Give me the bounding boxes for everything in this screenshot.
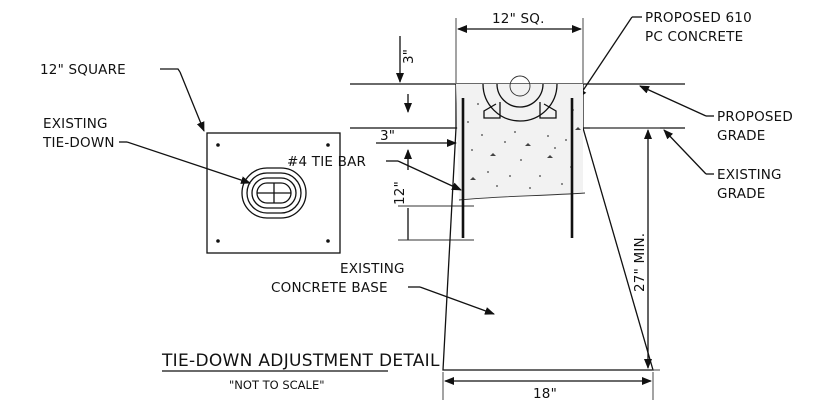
joint-line — [458, 192, 586, 201]
label-proposed-grade-1: PROPOSED — [717, 109, 793, 125]
corner-dot — [216, 239, 220, 243]
detail-title: TIE-DOWN ADJUSTMENT DETAIL — [161, 351, 440, 371]
leader-arrow — [639, 85, 707, 117]
label-tie-bar: #4 TIE BAR — [287, 154, 366, 170]
label-existing-tie-down-2: TIE-DOWN — [42, 135, 115, 151]
plan-view: 12" SQUARE EXISTING TIE-DOWN — [40, 62, 341, 254]
concrete-stipple — [467, 103, 581, 189]
corner-dot — [326, 239, 330, 243]
label-18: 18" — [533, 386, 557, 402]
leader-line — [160, 68, 181, 73]
label-proposed-610-1: PROPOSED 610 — [645, 10, 752, 26]
leader-arrow — [397, 160, 462, 191]
leader-arrow — [419, 286, 495, 315]
plan-square-outline — [206, 132, 341, 254]
leader-arrow — [663, 129, 707, 175]
label-12-square: 12" SQUARE — [40, 62, 126, 78]
label-3-mid: 3" — [380, 128, 395, 144]
label-12-sq: 12" SQ. — [492, 11, 545, 27]
leader-arrow — [126, 141, 251, 184]
proposed-concrete-fill — [456, 84, 583, 200]
tie-down-head-icon — [482, 75, 558, 122]
label-existing-base-2: CONCRETE BASE — [271, 280, 388, 296]
label-existing-grade-1: EXISTING — [717, 167, 782, 183]
corner-dot — [216, 143, 220, 147]
label-existing-tie-down-1: EXISTING — [43, 116, 108, 132]
tie-down-icon — [241, 167, 307, 219]
label-existing-base-1: EXISTING — [340, 261, 405, 277]
section-view: 12" SQ. PROPOSED 610 PC CONCRETE 3" 3" 1… — [271, 10, 793, 402]
label-3-top: 3" — [401, 49, 417, 64]
corner-dot — [326, 143, 330, 147]
leader-arrow — [577, 16, 633, 99]
label-proposed-grade-2: GRADE — [717, 128, 765, 144]
label-27-min: 27" MIN. — [632, 233, 648, 292]
label-proposed-610-2: PC CONCRETE — [645, 29, 743, 45]
label-existing-grade-2: GRADE — [717, 186, 765, 202]
label-12: 12" — [392, 181, 408, 205]
detail-subtitle: "NOT TO SCALE" — [229, 378, 325, 392]
leader-arrow — [179, 71, 205, 132]
